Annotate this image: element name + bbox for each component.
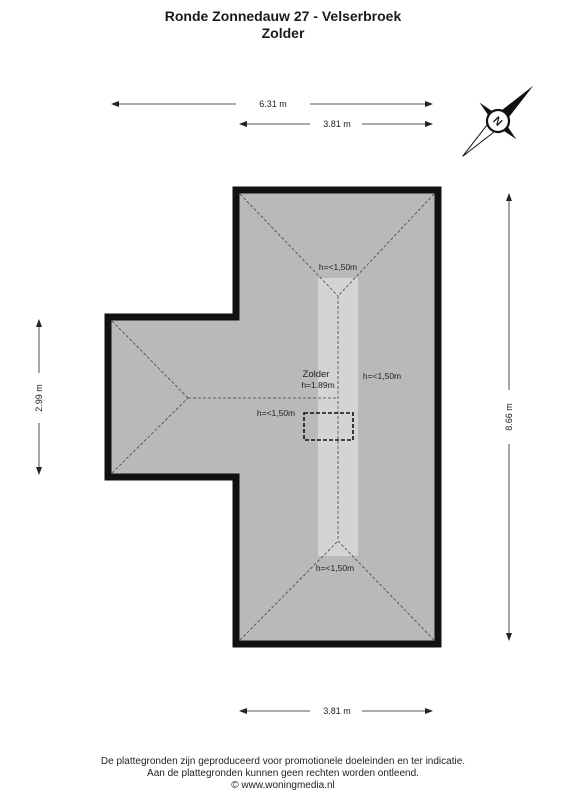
footer-line-3: © www.woningmedia.nl	[231, 780, 335, 791]
dimension-top-width: 6.31 m	[111, 99, 433, 109]
room-height: h=1.89m	[301, 380, 334, 390]
dimension-top-inner-width-label: 3.81 m	[323, 119, 351, 129]
dimension-left-height: 2.99 m	[34, 319, 44, 475]
roof-hatch	[303, 412, 354, 441]
height-label-hatch: h=<1,50m	[257, 408, 295, 418]
footer-line-2: Aan de plattegronden kunnen geen rechten…	[147, 768, 419, 779]
roof-lines	[111, 193, 435, 641]
address-title: Ronde Zonnedauw 27 - Velserbroek	[164, 8, 402, 24]
footer-line-1: De plattegronden zijn geproduceerd voor …	[100, 756, 466, 767]
dimension-left-height-label: 2.99 m	[34, 384, 44, 412]
compass-icon	[462, 85, 534, 157]
height-label-top: h=<1,50m	[319, 262, 357, 272]
dimension-top-inner-width: 3.81 m	[239, 119, 433, 129]
dimension-right-height: 8.66 m	[504, 193, 514, 641]
dimension-bottom-width-label: 3.81 m	[323, 706, 351, 716]
height-label-bottom: h=<1,50m	[316, 563, 354, 573]
room-name: Zolder	[303, 369, 330, 380]
dimension-top-width-label: 6.31 m	[259, 99, 287, 109]
dimension-bottom-width: 3.81 m	[239, 706, 433, 716]
dimension-right-height-label: 8.66 m	[504, 403, 514, 431]
floor-title: Zolder	[261, 25, 305, 41]
height-label-right: h=<1,50m	[363, 371, 401, 381]
